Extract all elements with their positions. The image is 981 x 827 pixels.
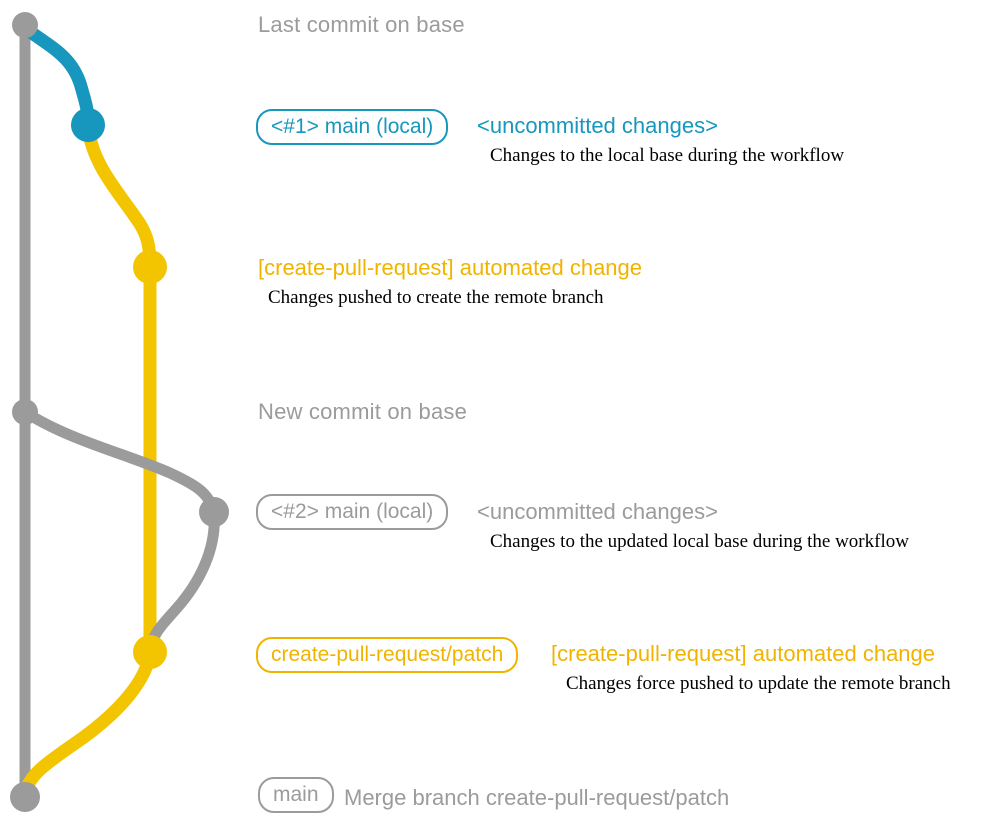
local-changes-curve-1 <box>18 21 95 132</box>
uncommitted-changes-status-1: <uncommitted changes> <box>477 113 718 138</box>
branch-tag-main: main <box>258 777 334 813</box>
commit2-description: Changes to the updated local base during… <box>490 531 909 552</box>
branch-tag-patch: create-pull-request/patch <box>256 637 519 673</box>
new-commit-heading: New commit on base <box>258 399 468 424</box>
uncommitted-changes-status-2: <uncommitted changes> <box>477 499 718 524</box>
commit-dot-base-merge <box>10 782 40 812</box>
base-update-curve <box>19 406 220 518</box>
last-commit-heading: Last commit on base <box>258 12 465 37</box>
push2-description: Changes force pushed to update the remot… <box>566 673 951 694</box>
commit-dot-patch-2 <box>133 635 167 669</box>
commit1-description: Changes to the local base during the wor… <box>490 145 845 166</box>
push2-commit-message: [create-pull-request] automated change <box>551 641 936 666</box>
commit-dot-patch-1 <box>133 250 167 284</box>
branch-tag-main-local-1: <#1> main (local) <box>256 109 449 145</box>
commit-dot-local-2 <box>199 497 229 527</box>
branch-tag-main-local-2: <#2> main (local) <box>256 494 449 530</box>
commit-dot-base-new <box>12 399 38 425</box>
push1-commit-message: [create-pull-request] automated change <box>258 255 643 280</box>
commit-dot-base-top <box>12 12 38 38</box>
push1-description: Changes pushed to create the remote bran… <box>268 287 604 308</box>
rebase-curve <box>144 506 220 658</box>
commit-dot-local-1 <box>71 108 105 142</box>
merge-commit-message: Merge branch create-pull-request/patch <box>344 785 730 810</box>
